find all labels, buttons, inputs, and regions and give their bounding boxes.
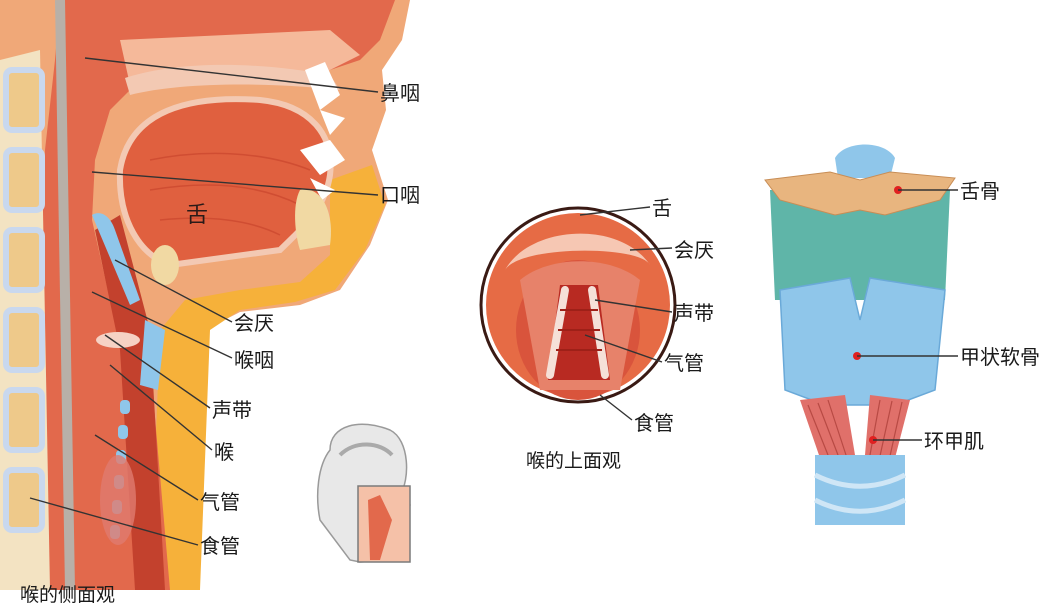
side-leader-lines <box>29 57 379 546</box>
hyoid-nub <box>151 245 179 285</box>
label-hyoid: 舌骨 <box>960 179 1000 203</box>
label-nasopharynx: 鼻咽 <box>380 81 420 105</box>
top-leader-lines <box>579 206 673 421</box>
tongue-fibers <box>149 152 311 236</box>
label-vocal-cords-top: 声带 <box>674 301 714 325</box>
label-thyroid-cartilage: 甲状软骨 <box>960 345 1040 369</box>
label-laryngopharynx: 喉咽 <box>234 348 274 372</box>
front-view-illustration <box>764 144 958 525</box>
head-thumbnail <box>316 423 412 563</box>
hyoid-bone <box>764 171 956 216</box>
label-trachea-top: 气管 <box>664 351 704 375</box>
label-larynx: 喉 <box>214 440 234 464</box>
front-leader-lines <box>857 189 958 441</box>
palate <box>125 64 340 95</box>
top-view-illustration <box>479 206 677 421</box>
fat-layer <box>150 165 385 590</box>
trachea-front <box>815 455 905 525</box>
jaw-bone <box>295 189 331 250</box>
vocal-fold-shape <box>96 332 140 348</box>
caption-side-view: 喉的侧面观 <box>20 584 116 606</box>
label-epiglottis-top: 会厌 <box>674 238 714 262</box>
vertebrae <box>3 67 45 533</box>
spinal-cord <box>55 0 75 591</box>
epiglottis-tip <box>835 144 895 178</box>
label-tongue-top: 舌 <box>652 196 672 220</box>
thyroid-gland <box>100 455 136 545</box>
label-esophagus-side: 食管 <box>200 534 240 558</box>
upper-teeth <box>305 62 345 135</box>
side-view-illustration: 舌 <box>0 0 410 591</box>
caption-top-view: 喉的上面观 <box>526 450 622 472</box>
label-vocal-cords-side: 声带 <box>212 398 252 422</box>
label-epiglottis-side: 会厌 <box>234 311 274 335</box>
thyrohyoid-membrane <box>770 190 950 300</box>
lower-teeth <box>300 140 345 200</box>
epiglottis-cartilage <box>92 213 140 305</box>
label-cricothyroid: 环甲肌 <box>924 429 984 453</box>
thyroid-cartilage <box>779 277 946 406</box>
tongue-label: 舌 <box>186 203 208 228</box>
label-trachea-side: 气管 <box>200 490 240 514</box>
label-esophagus-top: 食管 <box>634 411 674 435</box>
label-oropharynx: 口咽 <box>380 183 420 207</box>
pharynx-channel <box>95 215 165 590</box>
